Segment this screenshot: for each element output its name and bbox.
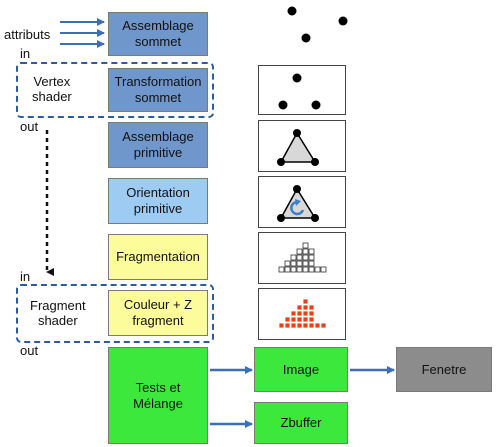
colored-fragment-cell [302,322,309,329]
stage-tests-melange: Tests et Mélange [108,347,208,444]
stage-assemblage-primitive: Assemblage primitive [108,122,208,168]
fragmentation-thumbnail [258,232,346,284]
fragment-cell [314,266,321,273]
vertex-dot [311,214,319,222]
rotation-arrowhead [295,199,301,206]
oriented-triangle-thumbnail [258,176,346,228]
fragment-shader-outline [16,284,214,343]
stage-transformation-sommet: Transformation sommet [108,68,208,112]
colored-fragment-cell [308,304,315,311]
attributs-label: attributs [4,27,51,42]
vertex-dot [293,185,301,193]
fragment-cell [308,266,315,273]
colored-fragment-cell [278,322,285,329]
fragment-cell [308,248,315,255]
fragment-cell [296,248,303,255]
input-vertices-illustration [287,6,348,43]
colored-fragment-cell [314,322,321,329]
fragment-cell [290,254,297,261]
rotation-arrow-icon [290,200,305,216]
vertex-dot [311,158,319,166]
fragment-cell [290,260,297,267]
colored-fragment-cell [302,310,309,317]
stage-fenetre: Fenetre [396,347,492,392]
fragment-cell [302,266,309,273]
fragment-cell [320,266,327,273]
colored-fragment-cell [284,322,291,329]
vertex-shader-outline [16,62,214,118]
fragment-cell [302,248,309,255]
colored-fragment-cell [302,304,309,311]
colored-fragment-cell [302,316,309,323]
colored-fragment-cell [296,322,303,329]
transformed-vertices-thumbnail [258,65,346,115]
colored-fragment-cell [290,322,297,329]
colored-fragment-cell [296,316,303,323]
triangle-shape [279,131,317,163]
out-label-fragment: out [20,343,39,358]
vertex-dot [277,158,285,166]
colored-fragment-cell [308,316,315,323]
vertex-dot [311,100,321,110]
in-label-vertex: in [20,46,31,61]
colored-fragment-cell [320,322,327,329]
colored-fragment-cell [284,316,291,323]
fragment-cell [284,260,291,267]
stage-image: Image [254,347,348,392]
vertex-dot [278,100,288,110]
fragment-grid [278,242,327,273]
colored-fragment-cell [308,322,315,329]
triangle-primitive-thumbnail [258,120,346,172]
fragment-cell [302,242,309,249]
colored-fragment-cell [296,310,303,317]
vertex-dot [292,73,302,83]
stage-assemblage-sommet: Assemblage sommet [108,12,208,56]
vertex-dot [338,16,348,26]
vertex-dot [301,33,311,43]
colored-fragment-cell [290,316,297,323]
stage-orientation-primitive: Orientation primitive [108,178,208,224]
fragment-cell [296,254,303,261]
stage-zbuffer: Zbuffer [254,402,348,444]
colored-fragment-cell [308,310,315,317]
fragment-cell [296,266,303,273]
vertex-dot [287,6,297,16]
fragment-cell [296,260,303,267]
fragment-cell [278,266,285,273]
colored-fragment-cell [290,310,297,317]
colored-fragment-grid [278,298,327,329]
fragment-shader-label: Fragment shader [30,298,86,328]
in-label-fragment: in [20,269,31,284]
stage-couleur-z-fragment: Couleur + Z fragment [108,290,208,336]
stage-fragmentation: Fragmentation [108,234,208,280]
fragment-cell [290,266,297,273]
fragment-cell [302,254,309,261]
out-label-vertex: out [20,119,39,134]
fragment-cell [308,254,315,261]
vertex-dot [277,214,285,222]
colored-fragment-cell [296,304,303,311]
fragment-cell [308,260,315,267]
fragment-cell [284,266,291,273]
colored-fragments-thumbnail [258,288,346,340]
fragment-cell [302,260,309,267]
vertex-shader-label: Vertex shader [32,74,72,104]
vertex-dot [293,129,301,137]
colored-fragment-cell [302,298,309,305]
